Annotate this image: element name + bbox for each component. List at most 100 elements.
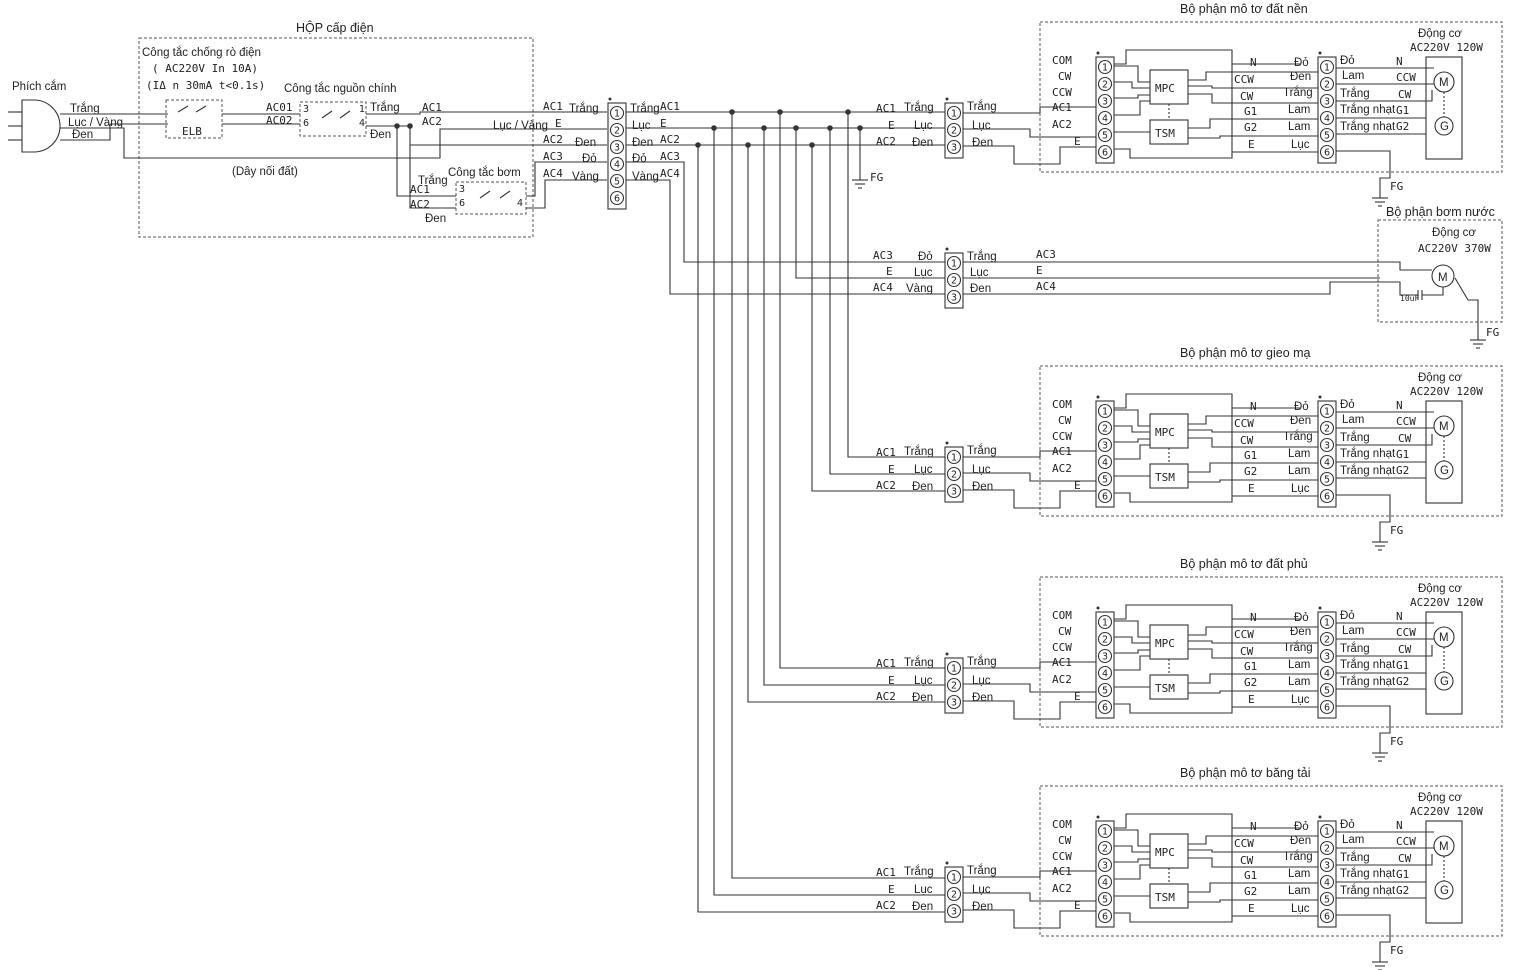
terminal-pin [1097, 110, 1113, 126]
svg-text:N: N [1396, 610, 1403, 623]
driver-label-ccw: CCW [1052, 430, 1072, 443]
terminal-frame [944, 102, 964, 159]
svg-text:Lục: Lục [1291, 903, 1310, 915]
wire [1114, 65, 1150, 83]
wire [1114, 409, 1150, 427]
unit-title: Bộ phận mô tơ đất phủ [1180, 557, 1308, 571]
wire [1188, 415, 1318, 425]
terminal-pin [946, 139, 962, 155]
wire [396, 126, 456, 197]
motor-frame [1425, 400, 1463, 504]
terminal-pin [946, 886, 962, 902]
wire [1188, 626, 1318, 636]
svg-text:CCW: CCW [1396, 626, 1416, 639]
svg-text:Trắng nhạt: Trắng nhạt [1340, 675, 1396, 688]
svg-text:G2: G2 [1396, 675, 1409, 688]
unit-box [1039, 785, 1503, 937]
svg-text:G2: G2 [1396, 120, 1409, 133]
terminal-pin [946, 694, 962, 710]
terminal-marker [945, 861, 949, 865]
svg-text:Trắng: Trắng [630, 102, 660, 115]
mpc-label: MPC [1155, 426, 1175, 439]
svg-text:Trắng nhạt: Trắng nhạt [1340, 447, 1396, 460]
svg-text:G2: G2 [1244, 121, 1257, 134]
svg-text:AC2: AC2 [876, 899, 896, 912]
svg-text:Đen: Đen [912, 901, 933, 913]
wire [1114, 408, 1233, 503]
wire [60, 123, 168, 141]
unit-input-terminal: 123 [944, 441, 964, 503]
unit-input-terminal: 123 [944, 97, 964, 159]
svg-text:1: 1 [359, 104, 365, 115]
svg-text:G2: G2 [1244, 465, 1257, 478]
driver-label-com: COM [1052, 818, 1072, 831]
terminal-pin [1319, 127, 1335, 143]
wire-ground [60, 127, 607, 159]
elb-contact [195, 105, 207, 113]
tsm-label: TSM [1155, 891, 1175, 904]
svg-text:N: N [1396, 399, 1403, 412]
svg-text:Đen: Đen [972, 137, 993, 149]
terminal-number: 3 [951, 143, 957, 154]
terminal-pin [1097, 420, 1113, 436]
wire [1114, 620, 1150, 638]
terminal-number: 2 [1102, 80, 1108, 91]
plug-wire-white: Trắng [70, 102, 100, 115]
terminal-number: 3 [1324, 861, 1330, 872]
svg-text:E: E [1036, 264, 1043, 277]
unit-title: Bộ phận mô tơ băng tải [1180, 766, 1311, 780]
terminal-number: 4 [1324, 878, 1330, 889]
svg-text:AC3: AC3 [873, 249, 893, 262]
svg-text:Đỏ: Đỏ [1340, 399, 1355, 411]
terminal-pin [1319, 665, 1335, 681]
svg-text:Lam: Lam [1342, 70, 1364, 82]
svg-text:CW: CW [1240, 90, 1254, 103]
driver-label-ac2: AC2 [1052, 118, 1072, 131]
svg-text:Trắng nhạt: Trắng nhạt [1340, 867, 1396, 880]
svg-text:Vàng: Vàng [572, 171, 599, 183]
svg-text:Lục: Lục [972, 884, 991, 896]
svg-text:3: 3 [303, 104, 309, 115]
terminal-number: 2 [614, 126, 620, 137]
wire [1188, 835, 1318, 845]
motor-frame [1425, 611, 1463, 715]
terminal-number: 2 [1324, 424, 1330, 435]
terminal-number: 5 [1324, 895, 1330, 906]
svg-text:AC1: AC1 [876, 102, 896, 115]
motor-g-label: G [1440, 465, 1449, 477]
svg-text:Trắng: Trắng [904, 865, 934, 878]
wire [1336, 90, 1433, 102]
mpc-block [1149, 69, 1189, 105]
wire [963, 892, 1096, 902]
wire [963, 128, 1096, 138]
terminal-marker [945, 441, 949, 445]
wire [1114, 425, 1150, 433]
svg-text:CW: CW [1240, 434, 1254, 447]
terminal-pin [1319, 454, 1335, 470]
svg-text:Đỏ: Đỏ [1294, 821, 1309, 833]
driver-label-e: E [1074, 899, 1081, 912]
wire [1114, 393, 1300, 409]
svg-text:Trắng: Trắng [1340, 87, 1370, 100]
bus-wires: FG [626, 109, 945, 913]
svg-text:Trắng: Trắng [967, 864, 997, 877]
wire [963, 106, 1096, 114]
terminal-frame [1095, 820, 1115, 928]
terminal-number: 1 [951, 873, 957, 884]
terminal-pin [1319, 857, 1335, 873]
elb-box [165, 99, 223, 139]
svg-text:6: 6 [303, 118, 309, 129]
terminal-marker [1318, 606, 1322, 610]
tsm-block [1149, 674, 1189, 700]
svg-text:N: N [1250, 400, 1257, 413]
plug-icon [21, 99, 61, 153]
terminal-marker [1318, 815, 1322, 819]
power-supply-title: HỘP cấp điện [296, 20, 374, 35]
svg-text:E: E [660, 117, 667, 130]
wire [1114, 829, 1150, 847]
terminal-number: 1 [1102, 618, 1108, 629]
svg-text:Trắng nhạt: Trắng nhạt [1340, 464, 1396, 477]
mpc-block [1149, 413, 1189, 449]
terminal-number: 1 [951, 664, 957, 675]
terminal-pin [1319, 144, 1335, 160]
